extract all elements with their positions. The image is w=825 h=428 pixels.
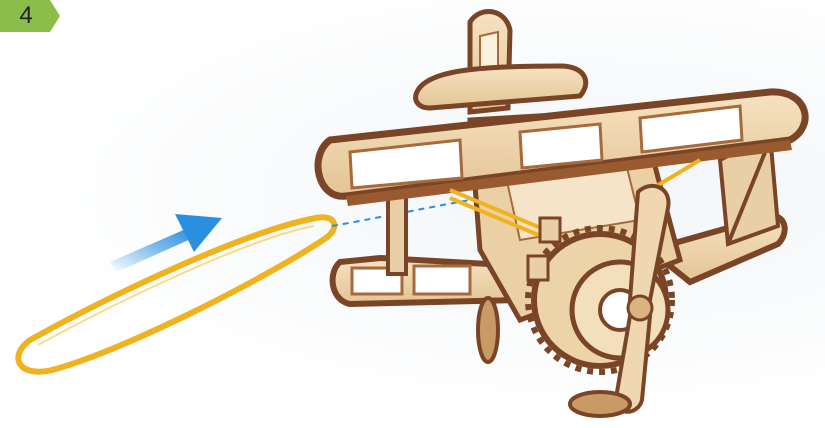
step-badge: 4 [0,0,64,34]
tail-stabilizer [416,66,586,108]
step-number: 4 [4,0,48,32]
wooden-biplane-model [318,12,805,416]
